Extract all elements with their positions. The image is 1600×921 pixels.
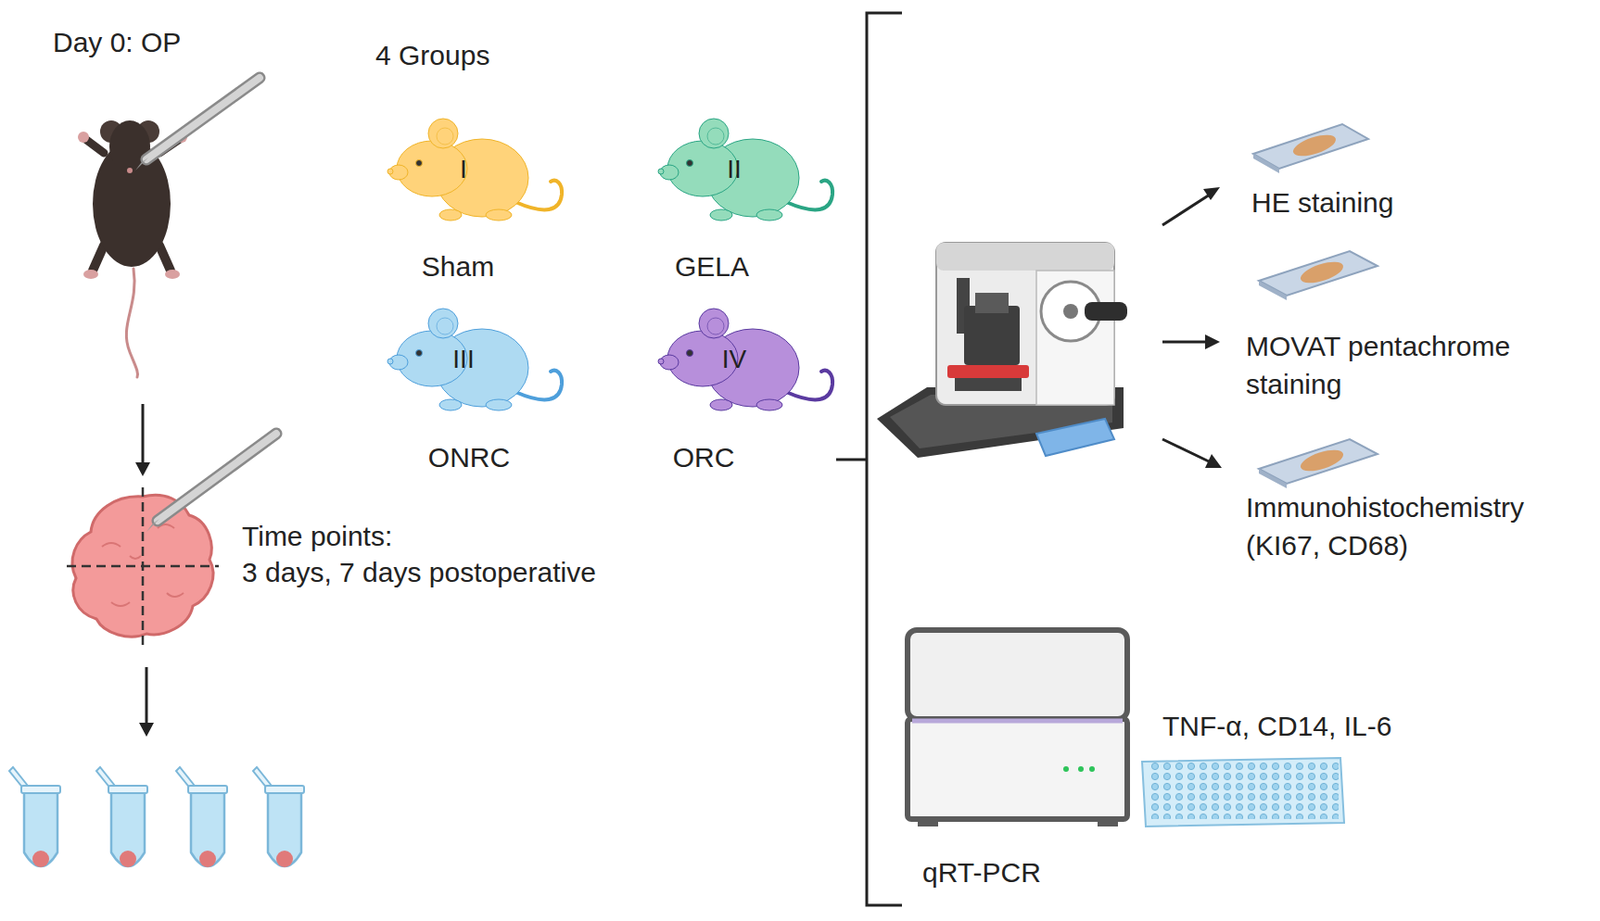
he-slide: HE staining — [1242, 115, 1521, 228]
movat-slide: MOVAT pentachrome staining — [1242, 242, 1558, 410]
group-number: II — [726, 153, 742, 186]
sample-tubes — [9, 767, 305, 868]
group-mouse: III ONRC — [375, 292, 566, 493]
node-label: ONRC — [428, 441, 510, 475]
node-label: Day 0: OP — [52, 25, 181, 60]
node-label: Immunohistochemistry (KI67, CD68) — [1245, 489, 1571, 565]
group-number: I — [459, 153, 468, 186]
liver-tissue — [66, 487, 219, 646]
scalpel — [135, 77, 260, 171]
group-number: IV — [722, 343, 747, 376]
mouse-operation: Day 0: OP — [46, 23, 240, 399]
mouse-top-view — [77, 120, 188, 378]
node-label: MOVAT pentachrome staining — [1245, 328, 1543, 404]
node-label: qRT-PCR — [922, 856, 1042, 890]
node-label: Time points: — [241, 520, 393, 554]
mouse-group-1 — [387, 118, 562, 221]
ihc-slide: Immunohistochemistry (KI67, CD68) — [1242, 431, 1586, 590]
gene-list: TNF-α, CD14, IL-6 — [1162, 710, 1392, 744]
microtome — [876, 242, 1128, 458]
group-mouse: IV ORC — [646, 292, 837, 493]
glass-slide — [1253, 124, 1369, 174]
group-mouse: II GELA — [646, 101, 837, 303]
node-label: Sham — [421, 250, 495, 284]
flow-arrow — [1162, 187, 1222, 469]
scalpel — [146, 433, 277, 533]
group-mouse: I Sham — [375, 101, 566, 303]
mouse-group-2 — [658, 118, 833, 221]
bracket — [836, 12, 902, 906]
flow-arrow — [135, 404, 151, 477]
node-label: GELA — [674, 250, 750, 284]
node-label: HE staining — [1251, 186, 1394, 220]
group-heading: 4 Groups — [375, 38, 490, 73]
mouse-group-3 — [387, 308, 562, 411]
node-label: 3 days, 7 days postoperative — [241, 556, 597, 590]
liver-timepoints: Time points:3 days, 7 days postoperative — [64, 478, 770, 636]
well-plate — [1142, 758, 1345, 827]
glass-slide — [1258, 439, 1378, 489]
mouse-group-4 — [658, 308, 833, 411]
pcr-machine — [907, 630, 1128, 827]
group-number: III — [452, 343, 474, 376]
node-label: ORC — [673, 441, 736, 475]
flow-arrow — [139, 667, 154, 737]
glass-slide — [1258, 251, 1378, 301]
pcr-machine-node: qRT-PCR — [903, 622, 1131, 902]
